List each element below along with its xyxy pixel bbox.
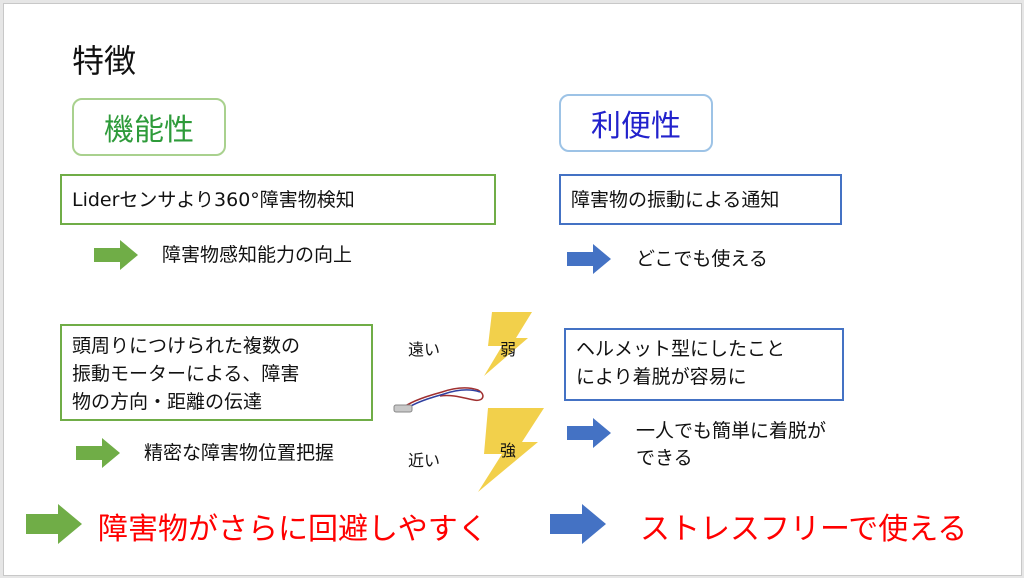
weak-label: 弱: [500, 340, 517, 359]
slide-title: 特徴: [72, 42, 137, 80]
vibration-notification-text: 障害物の振動による通知: [571, 189, 780, 211]
near-label: 近い: [408, 451, 441, 470]
vibration-motor-line3: 物の方向・距離の伝達: [72, 391, 263, 413]
position-result: 精密な障害物位置把握: [144, 442, 335, 464]
far-label: 遠い: [408, 340, 441, 359]
strong-label: 強: [500, 441, 517, 460]
lidar-box: Liderセンサより360°障害物検知: [60, 174, 496, 225]
helmet-line2: により着脱が容易に: [576, 366, 747, 388]
helmet-box: ヘルメット型にしたこと により着脱が容易に: [564, 328, 844, 401]
green-arrow-icon: [76, 438, 120, 468]
vibration-motor-line1: 頭周りにつけられた複数の: [72, 335, 301, 357]
lidar-box-text: Liderセンサより360°障害物検知: [72, 189, 355, 211]
strong-lightning-icon: [478, 408, 544, 492]
vibration-motor-line2: 振動モーターによる、障害: [72, 363, 300, 385]
vibration-motor-box: 頭周りにつけられた複数の 振動モーターによる、障害 物の方向・距離の伝達: [60, 324, 373, 421]
anywhere-result: どこでも使える: [636, 248, 768, 270]
blue-big-arrow-icon: [550, 504, 606, 544]
detection-result: 障害物感知能力の向上: [162, 244, 353, 266]
easy-wear-result: 一人でも簡単に着脱が できる: [636, 418, 826, 472]
weak-lightning-icon: [484, 312, 532, 376]
left-conclusion: 障害物がさらに回避しやすく: [98, 512, 488, 547]
vibration-notification-box: 障害物の振動による通知: [559, 174, 842, 225]
blue-arrow-icon: [567, 418, 611, 448]
right-conclusion: ストレスフリーで使える: [640, 512, 968, 547]
blue-arrow-icon: [567, 244, 611, 274]
easy-wear-line2: できる: [636, 447, 693, 469]
green-arrow-icon: [94, 240, 138, 270]
vibration-motor-image: [393, 387, 484, 413]
convenience-heading: 利便性: [559, 94, 713, 152]
helmet-line1: ヘルメット型にしたこと: [576, 338, 786, 360]
easy-wear-line1: 一人でも簡単に着脱が: [636, 420, 827, 442]
slide: 特徴 機能性 利便性 Liderセンサより360°障害物検知 障害物感知能力の向…: [3, 3, 1022, 576]
green-big-arrow-icon: [26, 504, 82, 544]
functionality-heading: 機能性: [72, 98, 226, 156]
